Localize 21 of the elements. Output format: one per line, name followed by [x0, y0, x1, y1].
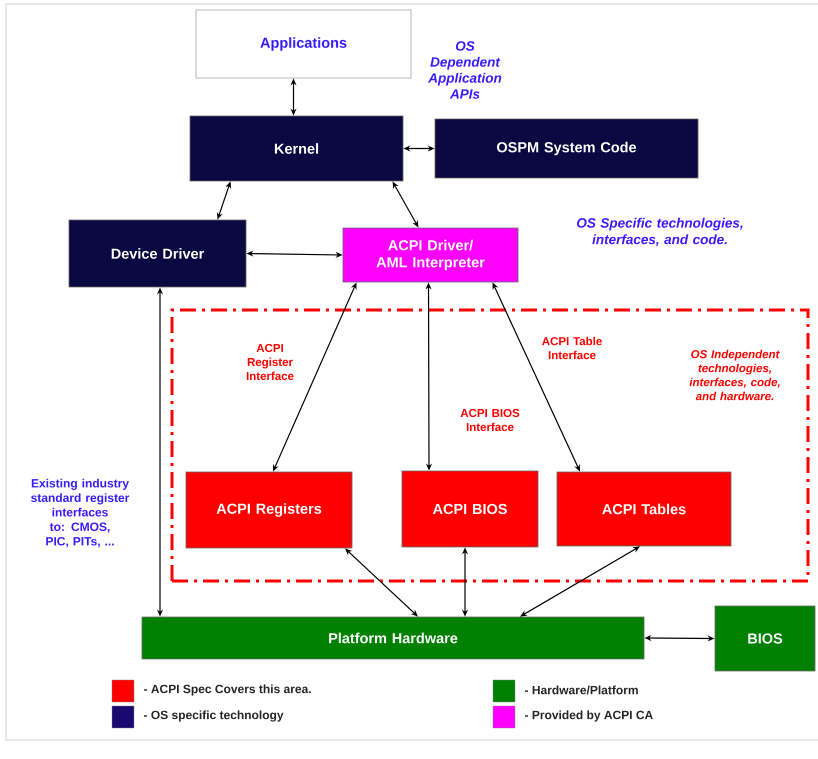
- system-code-box: OSPM System Code: [434, 118, 698, 178]
- tables-box: ACPI Tables: [556, 472, 732, 546]
- bios-box: BIOS: [714, 606, 816, 672]
- legend-text: - Hardware/Platform: [525, 686, 638, 694]
- region-label: OS Independent technologies, interfaces, code, and hardware.: [690, 350, 780, 400]
- bios-box: ACPI BIOS: [402, 470, 538, 548]
- kernel-box: Kernel: [190, 116, 404, 182]
- application-box: Applications: [196, 10, 412, 78]
- legend-text: - ACPI Spec Covers this area.: [144, 684, 311, 696]
- register-box: ACPI Registers: [186, 472, 352, 548]
- edge-label: ACPI Table Interface: [539, 336, 605, 360]
- hardware-box: Platform Hardware: [142, 616, 644, 660]
- annotation: OS Dependent Application APIs: [428, 41, 502, 99]
- edge-label: ACPI Register Interface: [237, 342, 303, 382]
- edge-label: ACPI BIOS Interface: [457, 408, 523, 432]
- annotation: Existing industry standard register interfaces to: CMOS, PIC, PITs, ...: [31, 478, 130, 548]
- legend-text: - OS specific technology: [144, 710, 284, 722]
- interpreter-box: ACPI Driver/ AML Interpreter: [342, 228, 518, 282]
- annotation: OS Specific technologies, interfaces, and code.: [577, 218, 742, 246]
- legend-text: - Provided by ACPI CA: [525, 710, 653, 722]
- driver-box: Device Driver: [68, 220, 246, 288]
